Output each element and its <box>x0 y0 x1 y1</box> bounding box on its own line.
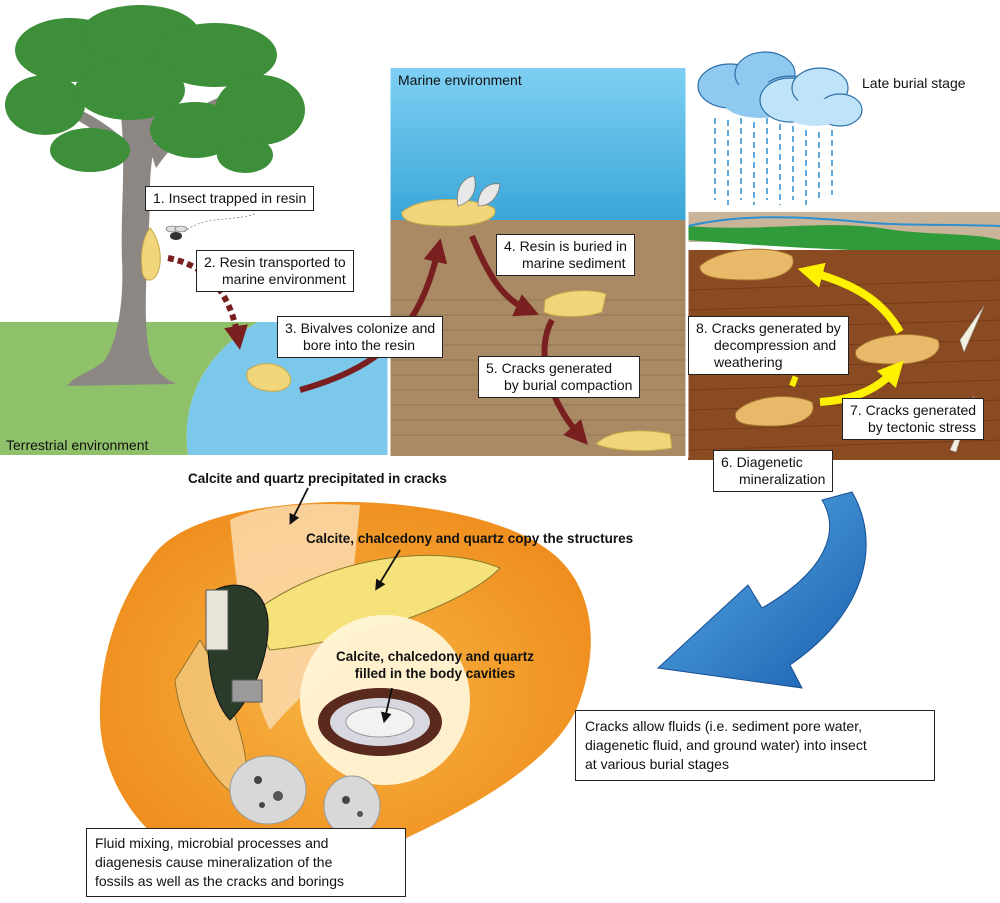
amber-fossil-closeup <box>99 501 591 874</box>
marine-environment-label: Marine environment <box>398 72 522 88</box>
mixing-line3: fossils as well as the cracks and boring… <box>95 873 344 889</box>
body-cavities-line1: Calcite, chalcedony and quartz <box>336 649 535 664</box>
step-4-box: 4. Resin is buried in marine sediment <box>496 234 635 276</box>
body-cavities-line2: filled in the body cavities <box>354 666 516 681</box>
mixing-line2: diagenesis cause mineralization of the <box>95 854 333 870</box>
crack-arrow-weathering <box>789 338 815 388</box>
insect-leg-segment <box>231 679 263 703</box>
step-5-line2: by burial compaction <box>504 377 633 393</box>
grassland <box>0 322 258 455</box>
fluids-line1: Cracks allow fluids (i.e. sediment pore … <box>585 718 862 734</box>
pointer-arrow <box>289 487 309 525</box>
step-3-box: 3. Bivalves colonize and bore into the r… <box>277 316 444 358</box>
step-2-line1: 2. Resin transported to <box>204 254 346 270</box>
step-3-line2: bore into the resin <box>303 337 416 353</box>
step-1-box: 1. Insect trapped in resin <box>145 186 315 211</box>
amber-in-soil <box>699 248 794 281</box>
terrestrial-panel <box>0 5 388 455</box>
fluids-line2: diagenetic fluid, and ground water) into… <box>585 737 867 753</box>
step-6-line1: 6. Diagenetic <box>721 454 803 470</box>
buried-resin <box>543 290 607 317</box>
step-3-line1: 3. Bivalves colonize and <box>285 320 436 336</box>
resin-drop-on-tree <box>141 227 161 281</box>
tree-trunk <box>68 95 176 386</box>
step-2-box: 2. Resin transported to marine environme… <box>196 250 354 292</box>
large-blue-arrow <box>656 491 867 689</box>
crack-arrow-tectonic <box>819 360 904 406</box>
amber-in-soil <box>734 396 814 427</box>
step-6-line2: mineralization <box>739 471 826 487</box>
step-7-line2: by tectonic stress <box>868 419 977 435</box>
step-5-box: 5. Cracks generated by burial compaction <box>478 356 641 398</box>
boring-icon <box>229 755 381 837</box>
copy-structures-label: Calcite, chalcedony and quartz copy the … <box>306 531 634 546</box>
step-8-line2: decompression and <box>714 337 837 353</box>
quartz-vein <box>959 305 985 353</box>
flow-arrow-bury <box>469 234 540 317</box>
tree-foliage <box>5 5 305 173</box>
step-7-box: 7. Cracks generated by tectonic stress <box>842 398 985 440</box>
terrestrial-environment-label: Terrestrial environment <box>6 437 149 453</box>
late-burial-stage-label: Late burial stage <box>862 75 966 91</box>
cracked-resin <box>595 430 673 452</box>
step-8-line3: weathering <box>714 354 783 370</box>
fluids-line3: at various burial stages <box>585 756 729 772</box>
sea-water <box>390 68 686 220</box>
step-7-line1: 7. Cracks generated <box>850 402 977 418</box>
insect-leg-segment <box>205 589 229 651</box>
bivalve-icon <box>456 175 501 207</box>
resin-on-seafloor <box>401 198 496 227</box>
cloud-icon <box>697 51 863 127</box>
step-6-box: 6. Diagenetic mineralization <box>713 450 834 492</box>
fly-icon <box>165 225 188 240</box>
mixing-note-box: Fluid mixing, microbial processes and di… <box>86 828 406 897</box>
resin-in-water <box>246 363 292 392</box>
fly-flight-path <box>183 213 256 233</box>
calcite-quartz-cracks-label: Calcite and quartz precipitated in crack… <box>188 471 447 486</box>
pointer-arrow <box>380 687 393 724</box>
step-1-text: 1. Insect trapped in resin <box>153 190 307 206</box>
step-8-box: 8. Cracks generated by decompression and… <box>688 316 849 375</box>
step-4-line2: marine sediment <box>522 255 626 271</box>
step-4-line1: 4. Resin is buried in <box>504 238 627 254</box>
rain <box>714 118 833 205</box>
step-2-line2: marine environment <box>222 271 346 287</box>
pointer-arrow <box>375 549 401 591</box>
amber-in-soil <box>855 334 940 365</box>
crack-arrow-weathering <box>797 262 904 334</box>
panel-frames <box>387 60 689 458</box>
mixing-line1: Fluid mixing, microbial processes and <box>95 835 329 851</box>
step-8-line1: 8. Cracks generated by <box>696 320 841 336</box>
water-table <box>687 216 1000 227</box>
fluids-note-box: Cracks allow fluids (i.e. sediment pore … <box>575 710 935 781</box>
step-5-line1: 5. Cracks generated <box>486 360 613 376</box>
body-cavities-label: Calcite, chalcedony and quartz filled in… <box>336 648 534 682</box>
